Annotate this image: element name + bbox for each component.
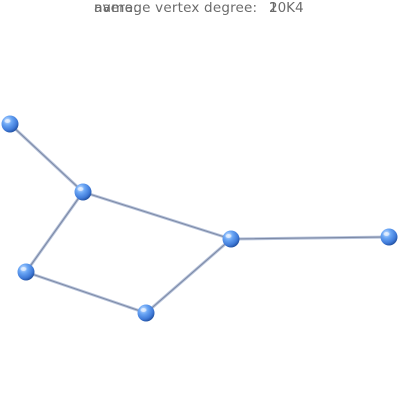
graph-edge [230, 236, 390, 240]
graph-node [17, 263, 35, 281]
graph-node-sphere [380, 228, 398, 246]
graph-edge [25, 271, 147, 314]
graph-node-highlight [383, 232, 390, 236]
name-label: name: [94, 0, 138, 16]
graph-node [222, 230, 240, 248]
graph-node [137, 304, 155, 322]
graph-node-sphere [137, 304, 155, 322]
graph-node-highlight [140, 308, 147, 312]
graph-node-sphere [222, 230, 240, 248]
graph-node-highlight [20, 267, 27, 271]
graph-edge [82, 191, 232, 240]
graph-node-sphere [74, 183, 92, 201]
graph-node-sphere [17, 263, 35, 281]
degree-label: average vertex degree: [94, 0, 258, 16]
nodes-layer [1, 115, 398, 322]
graph-node [74, 183, 92, 201]
graph-node-highlight [4, 119, 11, 123]
degree-value: 2 [269, 0, 278, 16]
graph-node [380, 228, 398, 246]
edges-layer [8, 122, 391, 315]
graph-edge [145, 238, 232, 314]
graph-edge [25, 191, 84, 273]
graph-node-sphere [1, 115, 19, 133]
graph-edge [9, 123, 84, 193]
graph-node-highlight [77, 187, 84, 191]
name-value: 10K4 [269, 0, 304, 16]
graph-node [1, 115, 19, 133]
graph-node-highlight [225, 234, 232, 238]
